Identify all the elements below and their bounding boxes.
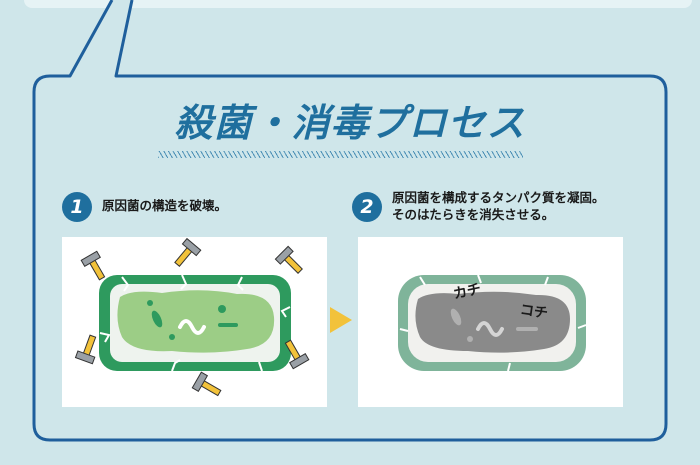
sound-label-right: コチ xyxy=(518,302,549,322)
hammer-icon xyxy=(284,339,310,370)
step-2-text-line2: そのはたらきを消失させる。 xyxy=(392,207,555,222)
dna-strand xyxy=(476,321,504,337)
organelle xyxy=(169,334,175,340)
step-2-text-line1: 原因菌を構成するタンパク質を凝固。 xyxy=(392,190,605,205)
organelle xyxy=(151,310,163,328)
organelle xyxy=(218,305,226,313)
organelle xyxy=(467,336,473,342)
coagulated-illustration xyxy=(398,274,587,372)
step-1-text: 原因菌の構造を破壊。 xyxy=(102,198,228,213)
hammer-icon xyxy=(74,334,97,365)
cytoplasm xyxy=(117,290,275,353)
bacteria-illustration xyxy=(74,237,310,397)
step-1-number: 1 xyxy=(62,192,92,222)
cracks xyxy=(399,274,587,372)
organelle xyxy=(147,300,153,306)
top-panel xyxy=(24,0,692,8)
title-underline xyxy=(158,151,523,158)
page-title: 殺菌・消毒プロセス xyxy=(174,100,526,145)
coagulated-cytoplasm xyxy=(415,291,570,353)
hammer-icon xyxy=(191,371,222,397)
hammer-icon xyxy=(174,237,202,267)
hammer-icon xyxy=(274,245,303,274)
panel-protein-coagulated: カチ コチ xyxy=(358,237,623,407)
cracks xyxy=(99,274,291,372)
panel-bacteria-destroyed xyxy=(62,237,327,407)
dna-strand xyxy=(178,319,206,335)
step-2-number: 2 xyxy=(352,192,382,222)
organelle xyxy=(450,308,462,326)
next-arrow-icon xyxy=(330,307,352,333)
hammer-icon xyxy=(80,250,106,281)
